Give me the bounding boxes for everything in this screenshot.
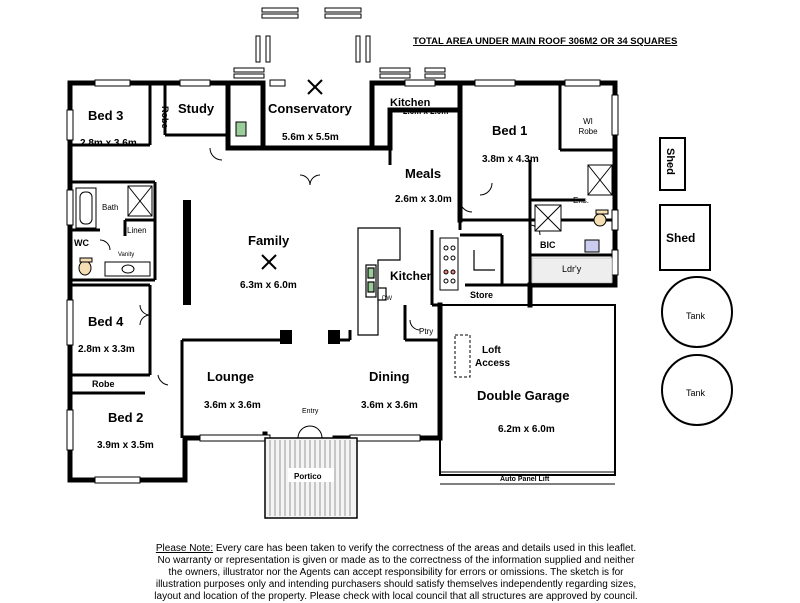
- disclaimer-text: Every care has been taken to verify the …: [154, 543, 638, 602]
- cooktop: [439, 237, 459, 291]
- family-label: Family: [248, 233, 290, 248]
- bed3-dims: 2.8m x 3.6m: [80, 138, 137, 149]
- tank2-label: Tank: [686, 388, 706, 398]
- bed1-dims: 3.8m x 4.3m: [482, 154, 539, 165]
- robe-bed2-label: Robe: [92, 379, 115, 389]
- kitchen-bench: [357, 227, 401, 336]
- shed-label: Shed: [666, 231, 695, 245]
- ptry-label: Ptry: [419, 327, 433, 336]
- bathroom-fixtures: [75, 121, 613, 277]
- bed2-dims: 3.9m x 3.5m: [97, 440, 154, 451]
- bed3-label: Bed 3: [88, 108, 123, 123]
- lounge-dims: 3.6m x 3.6m: [204, 400, 261, 411]
- bed4-dims: 2.8m x 3.3m: [78, 344, 135, 355]
- laundry-floor: [531, 257, 613, 284]
- shed-small: [659, 137, 686, 191]
- conservatory-dims: 5.6m x 5.5m: [282, 132, 339, 143]
- tank-2: [661, 354, 733, 426]
- shed: [659, 204, 711, 271]
- dining-label: Dining: [369, 369, 409, 384]
- conservatory-label: Conservatory: [268, 101, 353, 116]
- total-area-title: TOTAL AREA UNDER MAIN ROOF 306M2 OR 34 S…: [413, 36, 677, 47]
- kitchen-label: Kitchen: [390, 269, 434, 283]
- windows: [66, 79, 619, 484]
- disclaimer-label: Please Note:: [155, 543, 214, 554]
- disclaimer-note: Please Note: Every care has been taken t…: [150, 543, 642, 603]
- laundry-label: Ldr'y: [562, 264, 582, 274]
- store-label: Store: [470, 290, 493, 300]
- interior-walls: [70, 85, 615, 438]
- panel-lift-label: Auto Panel Lift: [500, 476, 550, 483]
- ceiling-fans: [261, 79, 323, 270]
- meals-label: Meals: [405, 166, 441, 181]
- portico: [264, 437, 358, 519]
- store-shelf: [473, 250, 495, 271]
- garage-walls: [439, 304, 616, 476]
- wc-label: WC: [74, 238, 89, 248]
- kitchen-small-label: Kitchen: [390, 97, 431, 109]
- garage-label: Double Garage: [477, 388, 569, 403]
- loft-hatch: [454, 334, 471, 378]
- family-dims: 6.3m x 6.0m: [240, 280, 297, 291]
- kitchen-small-dims: 2.6m x 2.0m: [403, 107, 448, 116]
- portico-label: Portico: [294, 472, 322, 481]
- bath-label: Bath: [102, 203, 118, 212]
- bed1-label: Bed 1: [492, 123, 527, 138]
- study-label: Study: [178, 101, 215, 116]
- ens-label: Ens.: [573, 196, 589, 205]
- tank1-label: Tank: [686, 311, 706, 321]
- bed4-label: Bed 4: [88, 314, 124, 329]
- garage-dims: 6.2m x 6.0m: [498, 424, 555, 435]
- shed-small-label: Shed: [664, 148, 676, 175]
- wall-fins: [183, 200, 340, 344]
- dining-dims: 3.6m x 3.6m: [361, 400, 418, 411]
- robe-bed3-label: Robe: [160, 106, 170, 129]
- dw-label: DW: [382, 296, 392, 302]
- lounge-label: Lounge: [207, 369, 254, 384]
- vanity-label: Vanity: [118, 252, 134, 258]
- entry-label: Entry: [302, 408, 319, 415]
- tank-1: [661, 276, 733, 348]
- linen-label: Linen: [127, 226, 147, 235]
- bic-label: BIC: [540, 240, 556, 250]
- conservatory-openings: [233, 7, 446, 79]
- bed2-label: Bed 2: [108, 410, 143, 425]
- door-swings: [99, 147, 541, 439]
- meals-dims: 2.6m x 3.0m: [395, 194, 452, 205]
